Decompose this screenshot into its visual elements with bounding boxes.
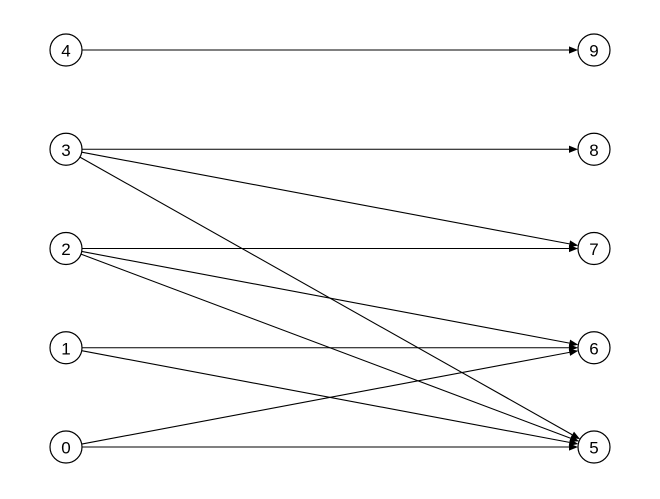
node-label: 1 — [61, 339, 70, 358]
node-label: 9 — [589, 42, 598, 61]
node-label: 4 — [61, 42, 70, 61]
arrowhead — [569, 145, 578, 153]
node-circle — [577, 430, 611, 464]
edge-3-to-7 — [81, 151, 579, 248]
node-label: 2 — [61, 240, 70, 259]
node-3: 3 — [49, 132, 83, 166]
edge-1-to-6 — [82, 344, 578, 352]
node-2: 2 — [49, 231, 83, 266]
node-label: 5 — [589, 439, 598, 458]
node-circle — [577, 331, 611, 365]
edge-line — [81, 350, 570, 443]
arrowhead — [568, 348, 579, 356]
edge-line — [81, 151, 570, 245]
edge-line — [81, 250, 570, 344]
edge-line — [81, 351, 570, 445]
node-9: 9 — [577, 33, 611, 67]
node-circle — [577, 231, 611, 266]
node-circle — [577, 33, 611, 67]
node-circle — [49, 231, 83, 266]
node-5: 5 — [577, 430, 611, 464]
node-6: 6 — [577, 331, 611, 365]
edges-layer — [79, 46, 581, 451]
edge-0-to-5 — [82, 443, 578, 451]
edge-4-to-9 — [82, 46, 578, 54]
arrowhead — [569, 443, 578, 451]
edge-line — [79, 156, 573, 436]
node-label: 6 — [589, 339, 598, 358]
edge-2-to-7 — [82, 244, 578, 253]
node-circle — [49, 33, 83, 67]
arrowhead — [568, 240, 579, 248]
arrowhead — [568, 339, 579, 347]
node-label: 8 — [589, 141, 598, 160]
node-4: 4 — [49, 33, 83, 67]
node-1: 1 — [49, 331, 83, 365]
arrowhead — [569, 434, 580, 442]
node-circle — [577, 132, 611, 166]
node-7: 7 — [577, 231, 611, 266]
edge-3-to-8 — [82, 145, 578, 153]
edge-0-to-6 — [81, 348, 579, 445]
edge-1-to-5 — [81, 350, 579, 446]
edge-2-to-6 — [81, 250, 579, 347]
node-circle — [49, 132, 83, 166]
node-0: 0 — [49, 430, 83, 464]
node-circle — [49, 430, 83, 464]
node-circle — [49, 331, 83, 365]
arrowhead — [568, 438, 579, 446]
arrowhead — [569, 244, 578, 253]
node-8: 8 — [577, 132, 611, 166]
node-label: 7 — [589, 240, 598, 259]
edge-line — [80, 253, 571, 439]
node-label: 0 — [61, 439, 70, 458]
node-label: 3 — [61, 141, 70, 160]
arrowhead — [569, 46, 578, 54]
edge-2-to-5 — [80, 253, 580, 442]
